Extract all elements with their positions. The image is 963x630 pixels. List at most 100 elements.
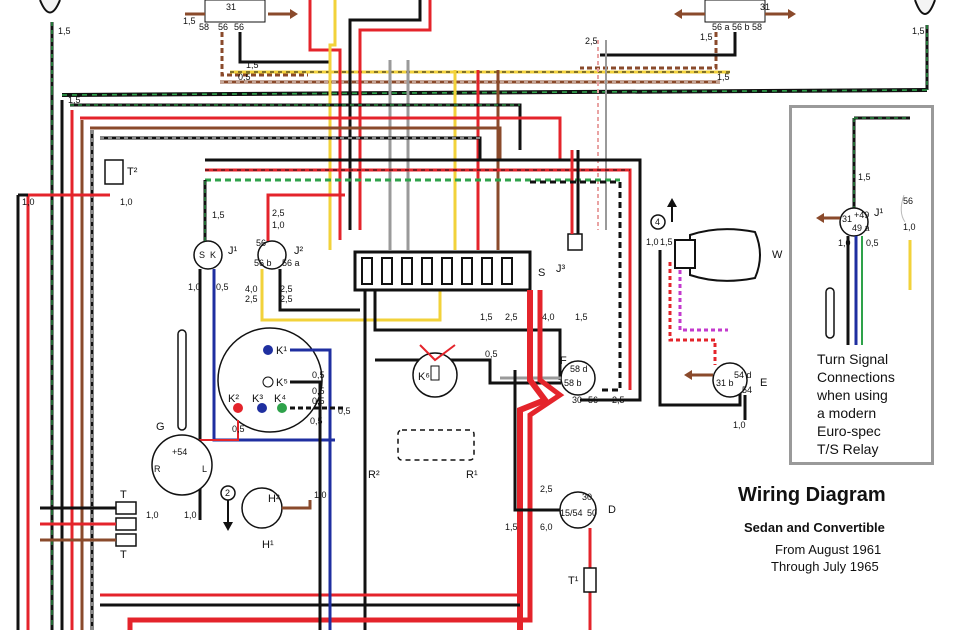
svg-text:2,5: 2,5 [272,208,285,218]
svg-text:58: 58 [752,22,762,32]
switch-j3: J³ [556,150,583,275]
svg-text:K¹: K¹ [276,345,287,357]
svg-text:1,5: 1,5 [212,210,225,220]
right-headlight-area: 1,5 [912,0,936,90]
svg-text:31: 31 [760,2,770,12]
svg-text:2,5: 2,5 [280,284,293,294]
svg-text:0,5: 0,5 [312,386,325,396]
label-w: W [772,249,783,261]
diagram-title: Wiring Diagram [738,484,886,506]
title-block: Wiring Diagram Sedan and Convertible Fro… [738,484,886,574]
svg-text:1,5: 1,5 [660,237,673,247]
lamp-icon [262,376,274,388]
svg-text:L: L [202,464,207,474]
blue-lamp-icon [263,345,273,355]
svg-text:1,5: 1,5 [183,16,196,26]
svg-text:31: 31 [226,2,236,12]
svg-text:1,5: 1,5 [700,32,713,42]
svg-text:56 a: 56 a [282,258,300,268]
wiper-motor-w: W 4 1,0 1,5 [646,198,783,407]
arrow-down-icon [223,522,233,531]
wire-size-label: 1,5 [912,26,925,36]
svg-text:1,5: 1,5 [246,60,259,70]
fuse-box-s: S 1,5 2,5 4,0 1,5 [353,250,588,630]
svg-text:58 b: 58 b [564,378,582,388]
label-t1: T¹ [568,575,579,587]
svg-text:58 d: 58 d [570,364,588,374]
wire-size-label: 1,5 [58,26,71,36]
svg-text:56: 56 [218,22,228,32]
label-s: S [538,267,545,279]
red-lamp-icon [233,403,243,413]
svg-text:30: 30 [582,492,592,502]
fuel-gauge-g: R L +54 G 1,0 1,0 [146,329,213,520]
relay-j1-icon [839,207,869,237]
svg-text:K²: K² [228,393,239,405]
connectors-t: T T [40,489,137,561]
svg-text:0,5: 0,5 [312,396,325,406]
label-h2: H² [268,493,280,505]
svg-text:1,0: 1,0 [120,197,133,207]
k2-k3-k4-lamps: K² K³ K⁴ [228,393,287,413]
inset-note-line: Connections [817,369,895,385]
date-to: Through July 1965 [771,559,879,574]
svg-text:50: 50 [587,508,597,518]
label-r1: R¹ [466,469,478,481]
svg-text:31 b: 31 b [716,378,734,388]
svg-text:0,5: 0,5 [216,282,229,292]
k1-high-beam-lamp: K¹ [263,345,287,357]
turn-signal-lever-icon [825,287,835,339]
svg-text:15/54: 15/54 [560,508,583,518]
svg-text:1,0: 1,0 [903,222,916,232]
svg-text:58: 58 [199,22,209,32]
svg-text:1,0: 1,0 [22,197,35,207]
date-from: From August 1961 [775,542,881,557]
svg-text:1,0: 1,0 [188,282,201,292]
svg-text:4,0: 4,0 [245,284,258,294]
svg-text:1,5: 1,5 [505,522,518,532]
svg-text:54: 54 [742,385,752,395]
svg-text:2,5: 2,5 [245,294,258,304]
battery-cable [517,290,550,630]
svg-text:6,0: 6,0 [540,522,553,532]
svg-text:56 b: 56 b [732,22,750,32]
svg-text:49 a: 49 a [852,223,870,233]
arrow-up-icon [667,198,677,207]
arrow-icon [684,370,692,380]
svg-text:0,5: 0,5 [312,370,325,380]
svg-text:30: 30 [572,395,582,405]
svg-text:56 b: 56 b [254,258,272,268]
svg-text:0,5: 0,5 [866,238,879,248]
label-r2: R² [368,469,380,481]
label-j1: J¹ [228,245,238,257]
inset-label-j1: J¹ [874,207,884,219]
arrow-icon [674,9,682,19]
svg-text:1,5: 1,5 [858,172,871,182]
svg-text:T: T [120,489,127,501]
label-g: G [156,421,165,433]
diagram-subtitle: Sedan and Convertible [744,520,885,535]
label-t2: T² [127,166,138,178]
svg-text:1,0: 1,0 [646,237,659,247]
svg-text:1,5: 1,5 [717,72,730,82]
svg-text:56: 56 [588,395,598,405]
wiper-switch-e: 31 b 54 d 54 E 1,0 [684,362,767,430]
label-h1: H¹ [262,539,274,551]
svg-text:0,5: 0,5 [238,72,251,82]
svg-text:S: S [199,250,205,260]
arrow-icon [290,9,298,19]
svg-text:56: 56 [903,196,913,206]
svg-text:K: K [210,250,216,260]
svg-text:1,5: 1,5 [68,95,81,105]
svg-text:56: 56 [234,22,244,32]
dimmer-relay-j2: 56 b 56 a 56 J² 2,5 1,0 4,0 2,5 2,5 2,5 [245,193,442,322]
svg-text:1,0: 1,0 [272,220,285,230]
inset-note-line: T/S Relay [817,441,878,457]
label-d: D [608,504,616,516]
left-headlight-area: 1,5 [39,0,71,90]
inset-note-line: Turn Signal [817,351,888,367]
label-j3: J³ [556,263,566,275]
label-f: F [560,355,567,367]
